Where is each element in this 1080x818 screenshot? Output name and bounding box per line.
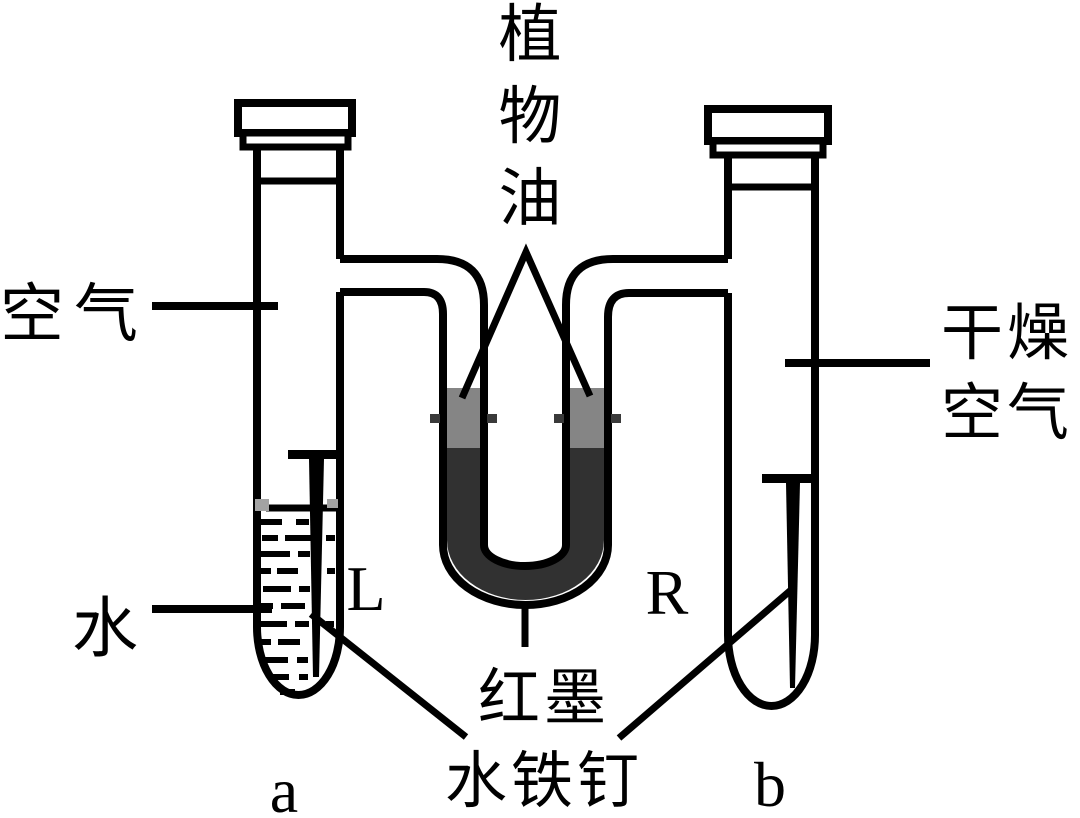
label-tube-a: a <box>269 755 299 818</box>
label-water: 水 <box>72 593 138 666</box>
nail-a-body <box>309 459 324 677</box>
water-surface-mark-left <box>255 499 269 511</box>
nail-b-pointer-line <box>616 587 794 741</box>
label-dry-air: 干燥 空气 <box>940 300 1073 448</box>
label-red-ink-iron-nail: 红墨 水铁钉 <box>444 665 643 816</box>
stopper-b-flange <box>709 137 827 159</box>
oil-layer-right <box>570 388 604 448</box>
tube-a-body <box>253 146 344 699</box>
u-tube-inner-wall <box>340 255 728 570</box>
oil-level-tick-left-inner <box>487 414 497 423</box>
label-utube-left-arm: L <box>346 553 386 624</box>
oil-pointer-lines <box>458 243 594 400</box>
oil-level-tick-right-inner <box>554 414 564 423</box>
tube-b-body <box>724 154 819 710</box>
stopper-a-cap <box>234 99 356 137</box>
water-surface-mark-right <box>327 499 338 508</box>
oil-level-tick-right-outer <box>611 414 621 423</box>
water-dashes <box>257 519 335 695</box>
stopper-b-cap <box>704 105 832 145</box>
nail-b-body <box>786 483 800 688</box>
test-tube-b <box>704 105 832 710</box>
label-tube-b: b <box>754 749 786 818</box>
label-utube-right-arm: R <box>645 557 689 628</box>
nail-a-head <box>288 450 340 459</box>
label-air: 空气 <box>0 279 148 350</box>
iron-nail-b <box>762 474 815 688</box>
test-tube-a <box>234 99 356 699</box>
nail-a-pointer-line <box>308 611 469 740</box>
oil-level-tick-left-outer <box>430 414 440 423</box>
red-ink-liquid <box>447 447 604 600</box>
label-vegetable-oil: 植 物 油 <box>498 0 562 234</box>
stopper-a-flange <box>239 129 352 151</box>
nail-b-head <box>762 474 815 483</box>
water-in-tube-a <box>255 499 338 695</box>
